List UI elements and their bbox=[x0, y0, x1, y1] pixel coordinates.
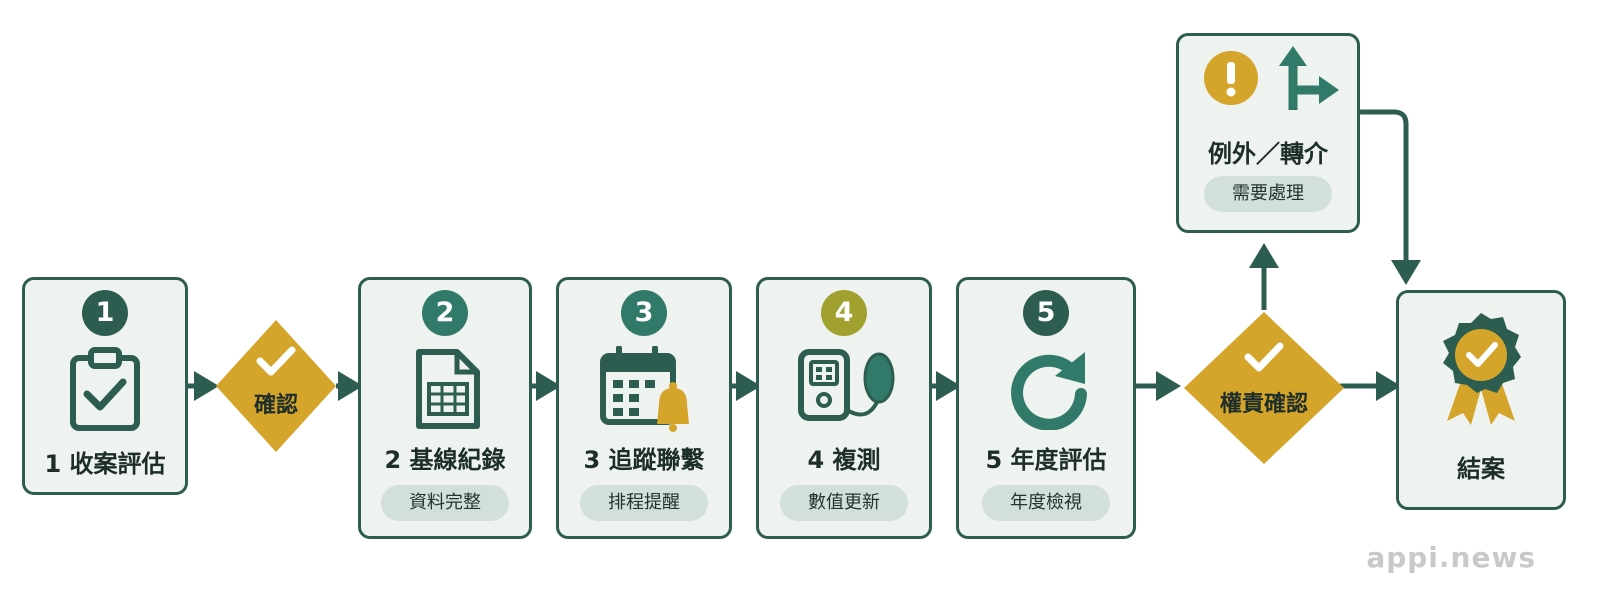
step-4-card[interactable]: 4 4 複測 數值更新 bbox=[756, 277, 932, 539]
clipboard-check-icon bbox=[70, 347, 140, 431]
exception-card[interactable]: 例外／轉介 需要處理 bbox=[1176, 33, 1360, 233]
step-5-tag: 年度檢視 bbox=[982, 485, 1110, 521]
step-3-tag: 排程提醒 bbox=[580, 485, 708, 521]
decision-responsibility-label: 權責確認 bbox=[1219, 392, 1308, 417]
refresh-cycle-icon bbox=[1011, 352, 1087, 430]
step-1-title: 1 收案評估 bbox=[44, 450, 166, 478]
end-title: 結案 bbox=[1457, 455, 1505, 483]
step-2-tag: 資料完整 bbox=[381, 485, 509, 521]
arrow-exception-to-end bbox=[1360, 109, 1421, 285]
decision-confirm-label: 確認 bbox=[253, 393, 298, 418]
watermark: appi.news bbox=[1366, 541, 1536, 574]
step-4-badge: 4 bbox=[821, 290, 867, 336]
step-4-title: 4 複測 bbox=[807, 446, 881, 474]
exception-title: 例外／轉介 bbox=[1208, 140, 1328, 168]
step-2-badge: 2 bbox=[422, 290, 468, 336]
step-5-title: 5 年度評估 bbox=[985, 446, 1107, 474]
check-icon bbox=[1244, 342, 1284, 372]
step-5-badge: 5 bbox=[1023, 290, 1069, 336]
check-icon bbox=[256, 346, 296, 376]
decision-responsibility[interactable]: 權責確認 bbox=[1182, 310, 1346, 466]
step-1-badge: 1 bbox=[82, 290, 128, 336]
exclamation-icon bbox=[1204, 51, 1258, 105]
step-5-card[interactable]: 5 5 年度評估 年度檢視 bbox=[956, 277, 1136, 539]
step-3-card[interactable]: 3 3 追蹤聯繫 排程提醒 bbox=[556, 277, 732, 539]
award-badge-icon bbox=[1443, 313, 1521, 425]
calendar-bell-icon bbox=[600, 346, 689, 432]
end-card[interactable]: 結案 bbox=[1396, 290, 1566, 510]
step-2-card[interactable]: 2 2 基線紀錄 資料完整 bbox=[358, 277, 532, 539]
step-3-badge: 3 bbox=[621, 290, 667, 336]
decision-confirm[interactable]: 確認 bbox=[214, 318, 338, 454]
step-4-tag: 數值更新 bbox=[780, 485, 908, 521]
blood-pressure-monitor-icon bbox=[798, 349, 895, 421]
step-3-title: 3 追蹤聯繫 bbox=[583, 446, 705, 474]
spreadsheet-document-icon bbox=[416, 349, 480, 429]
step-2-title: 2 基線紀錄 bbox=[384, 446, 506, 474]
branch-arrow-icon bbox=[1279, 46, 1339, 110]
exception-tag: 需要處理 bbox=[1204, 176, 1332, 212]
step-1-card[interactable]: 1 1 收案評估 bbox=[22, 277, 188, 495]
